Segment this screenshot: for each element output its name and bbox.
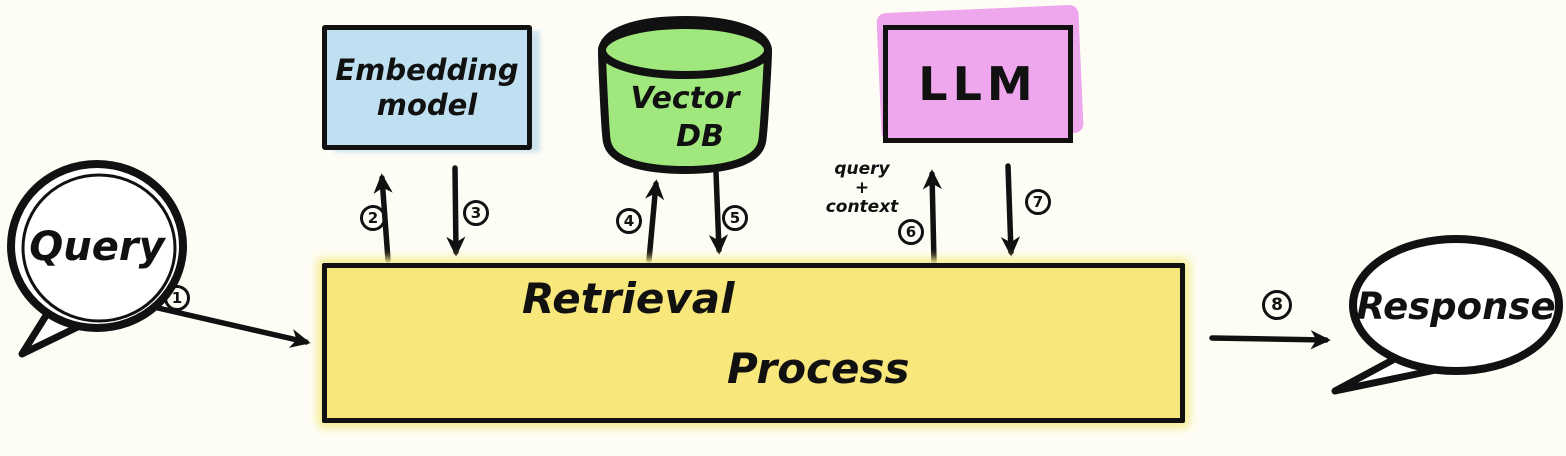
arrow-step3 <box>446 165 466 257</box>
query-bubble-inner-line <box>21 173 177 323</box>
step-badge-7: 7 <box>1025 189 1051 215</box>
embedding-model-node: Embedding model <box>322 25 532 150</box>
query-node: Query <box>7 160 187 358</box>
step-badge-6: 6 <box>898 219 924 245</box>
query-context-line2: + <box>854 178 870 198</box>
step-badge-4: 4 <box>616 208 642 234</box>
step-badge-5: 5 <box>722 205 748 231</box>
retrieval-process-label-line2: Process <box>727 344 910 393</box>
arrow-step6 <box>922 169 942 265</box>
query-label: Query <box>29 224 166 270</box>
vector-db-node: Vector DB <box>598 16 772 174</box>
retrieval-process-node: Retrieval Process <box>322 263 1185 423</box>
vector-db-label-line1: Vector <box>631 81 742 116</box>
llm-node: LLM <box>876 4 1084 143</box>
llm-box: LLM <box>883 25 1073 143</box>
response-bubble-outline <box>1349 235 1563 375</box>
query-context-line1: query <box>834 159 890 179</box>
response-node: Response <box>1331 235 1563 395</box>
step-badge-3: 3 <box>463 200 489 226</box>
query-context-line3: context <box>825 197 899 217</box>
arrow-step5 <box>708 169 729 255</box>
arrow-step4 <box>645 179 665 263</box>
step-badge-2: 2 <box>360 205 386 231</box>
query-context-label: query + context <box>810 160 914 217</box>
step-badge-8: 8 <box>1262 290 1292 320</box>
vector-db-cylinder-top <box>598 21 772 79</box>
arrow-step7 <box>1000 163 1021 257</box>
arrow-step8 <box>1209 330 1331 350</box>
response-label: Response <box>1356 285 1555 328</box>
arrow-step1 <box>155 305 311 348</box>
embedding-model-label-line2: model <box>376 87 478 122</box>
step-badge-1: 1 <box>164 285 190 311</box>
embedding-model-label-line1: Embedding <box>335 52 519 87</box>
llm-label: LLM <box>918 57 1038 111</box>
retrieval-process-label-line1: Retrieval <box>522 274 735 323</box>
query-bubble-outline <box>7 160 187 332</box>
vector-db-label-line2: DB <box>676 119 724 154</box>
